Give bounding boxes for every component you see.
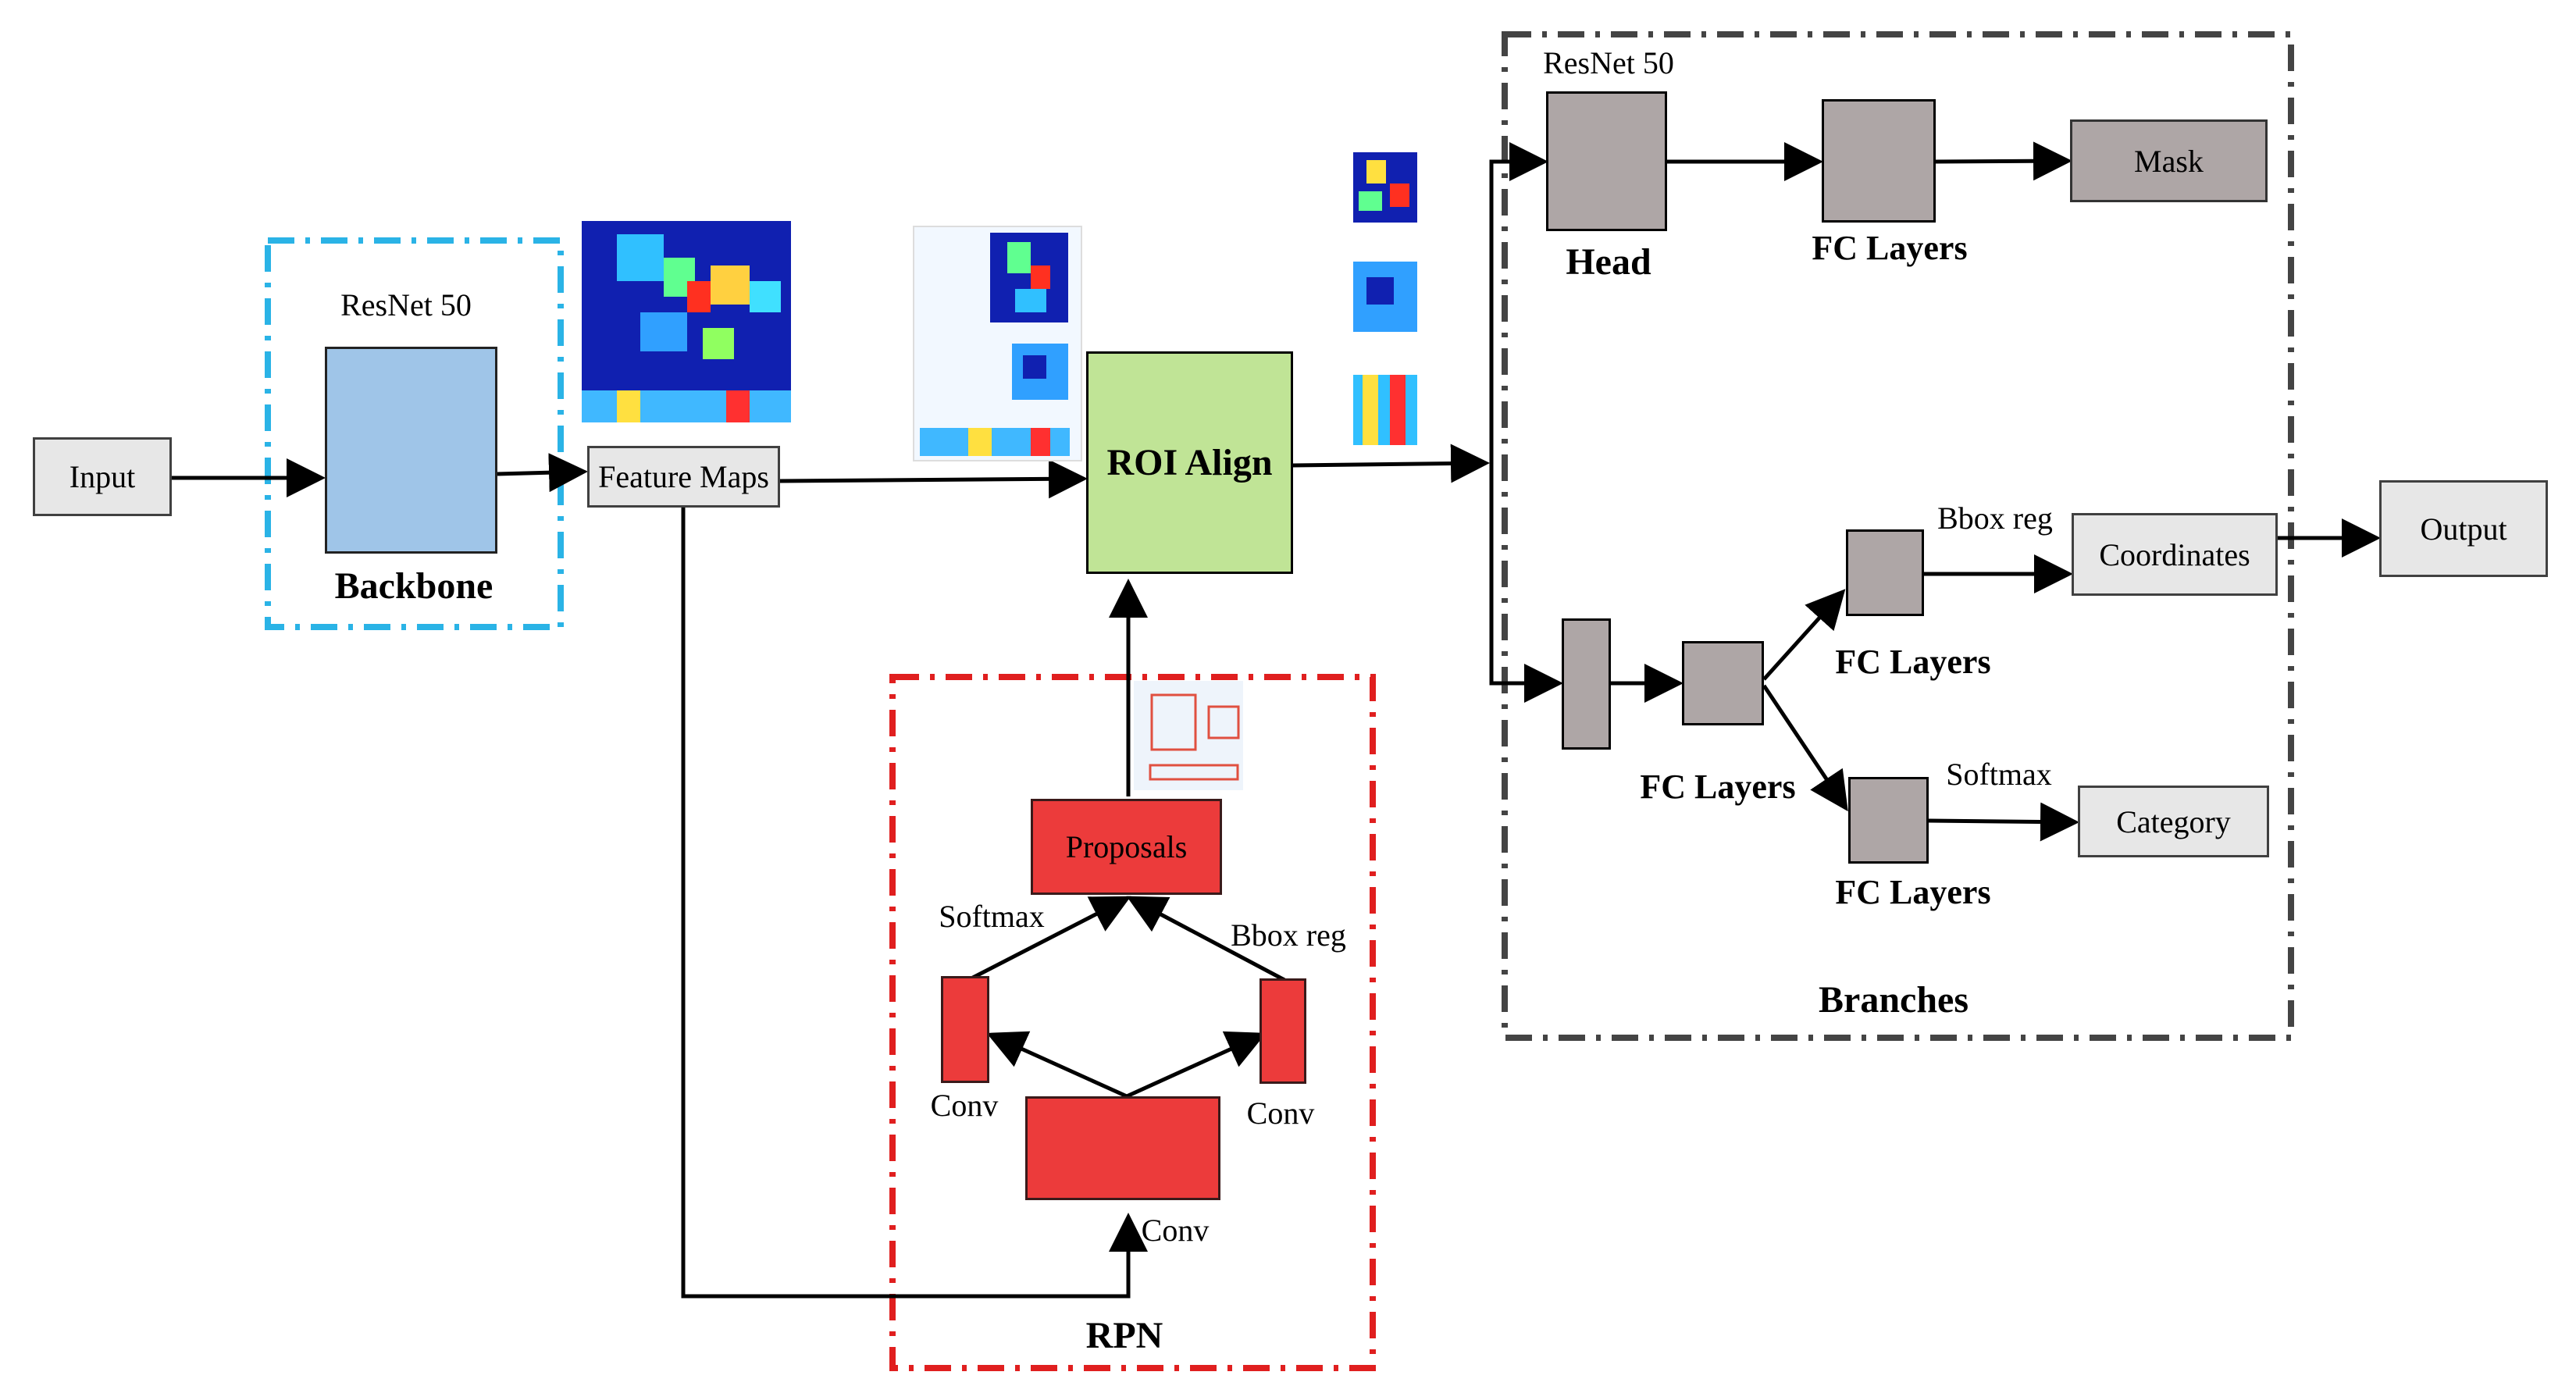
arrow-roi-branches [1292,444,1490,483]
fc-mid-block [1682,641,1764,725]
roi-align-block: ROI Align [1086,351,1293,574]
arrow-fc-upper [1762,589,1846,681]
rpn-conv-bottom-block [1025,1096,1220,1200]
branch-bbox-reg-label: Bbox reg [1937,500,2053,536]
fc-lower-block [1848,777,1929,864]
rpn-conv-bottom-label: Conv [1141,1212,1210,1248]
rpn-bbox-reg-label: Bbox reg [1231,917,1346,953]
roi-feature-bar-block [1562,618,1611,750]
input-box: Input [33,437,172,516]
backbone-model-label: ResNet 50 [340,287,472,322]
rpn-softmax-label: Softmax [939,898,1045,934]
backbone-block [325,347,497,554]
fc-top-block [1822,99,1936,223]
arrow-conv-right [1125,1031,1267,1099]
head-block [1546,91,1667,231]
arrow-softmax-proposals [967,896,1131,982]
branches-title: Branches [1819,978,1969,1021]
proposals-block: Proposals [1031,799,1222,895]
arrow-fc-lower [1762,684,1848,812]
rpn-conv-right-label: Conv [1246,1095,1315,1131]
feature-map-thumbnail [582,221,791,422]
rpn-conv-left-block [941,976,989,1083]
fc-mid-label: FC Layers [1640,768,1796,806]
rpn-conv-right-block [1259,978,1306,1084]
output-box: Output [2379,480,2548,577]
roi-crops-thumbnail [913,226,1082,461]
feature-maps-box: Feature Maps [587,446,780,508]
fc-upper-label: FC Layers [1835,643,1991,681]
arrow-conv-left [986,1031,1128,1099]
arrow-lower-category [1928,802,2079,842]
fc-lower-label: FC Layers [1835,873,1991,911]
arrow-split-fc [1489,461,1563,703]
rpn-conv-left-label: Conv [930,1087,999,1123]
aligned-features-thumbnail [1353,152,1417,445]
fc-upper-block [1846,529,1924,616]
fc-top-label: FC Layers [1812,229,1968,267]
branch-softmax-label: Softmax [1946,756,2052,792]
arrow-fc-mask [1935,141,2072,181]
rpn-title: RPN [1085,1314,1163,1356]
arrow-backbone-feature-maps [497,453,588,493]
branches-model-label: ResNet 50 [1543,45,1674,80]
category-box: Category [2078,786,2269,857]
mask-box: Mask [2070,119,2268,202]
backbone-title: Backbone [334,565,493,607]
arrow-feature-maps-roi [779,459,1088,499]
proposals-thumbnail [1134,681,1243,790]
arrow-bbox-proposals [1126,896,1286,982]
coordinates-box: Coordinates [2072,513,2278,596]
arrow-feature-maps-rpn [681,508,1148,1299]
backbone-frame [265,237,564,630]
head-label: Head [1566,241,1651,283]
